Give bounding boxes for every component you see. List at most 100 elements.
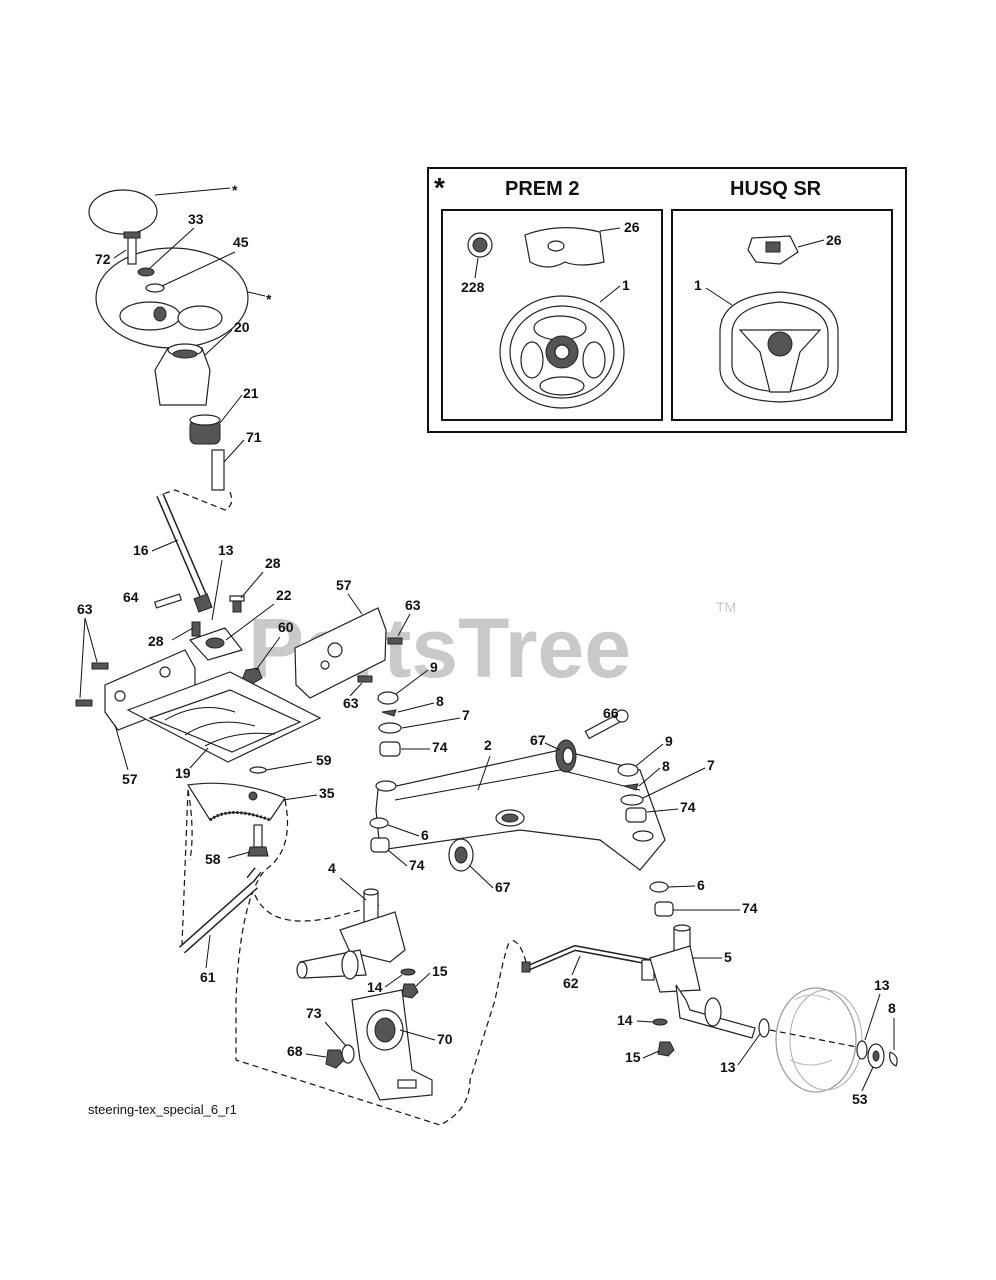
callout-9-right: 9 — [665, 733, 673, 749]
callout-33: 33 — [188, 211, 204, 227]
bolt-72 — [123, 231, 141, 265]
trademark-symbol: TM — [716, 599, 736, 615]
spindle-5-right — [649, 924, 756, 1039]
screw-63-right-lower — [357, 675, 373, 683]
callout-21: 21 — [243, 385, 259, 401]
callout-20: 20 — [234, 319, 250, 335]
washer-67-lower — [448, 838, 474, 872]
bolt-28-lower — [191, 621, 201, 637]
callout-8-left: 8 — [436, 693, 444, 709]
spindle-4-left — [296, 888, 406, 980]
bolt-66 — [584, 709, 629, 740]
label-husq-26: 26 — [826, 232, 842, 248]
callout-63-left: 63 — [77, 601, 93, 617]
callout-73: 73 — [306, 1005, 322, 1021]
callout-4: 4 — [328, 860, 336, 876]
callout-74-right-upper: 74 — [680, 799, 696, 815]
washer-6-right — [649, 881, 669, 893]
steering-shaft-16 — [156, 493, 213, 613]
callout-15-left: 15 — [432, 963, 448, 979]
panel-prem2 — [441, 209, 663, 421]
callout-67-lower: 67 — [495, 879, 511, 895]
cap-9-right — [617, 763, 639, 777]
screw-63-left-upper — [91, 662, 109, 670]
nut-33 — [137, 267, 155, 277]
label-prem2-1: 1 — [622, 277, 630, 293]
callout-72: 72 — [95, 251, 111, 267]
nut-15-left — [401, 983, 419, 999]
steering-cap — [88, 187, 231, 235]
callout-45: 45 — [233, 234, 249, 250]
panel-husq-sr — [671, 209, 893, 421]
steering-wheel-outline — [95, 247, 266, 349]
callout-53: 53 — [852, 1091, 868, 1107]
bushing-74-right-upper — [625, 807, 647, 823]
prem2-steering-wheel-icon — [499, 295, 625, 409]
callout-74-left-upper: 74 — [432, 739, 448, 755]
callout-8-right: 8 — [662, 758, 670, 774]
callout-64: 64 — [123, 589, 139, 605]
callout-5: 5 — [724, 949, 732, 965]
bushing-74-left-lower — [370, 837, 390, 853]
callout-62: 62 — [563, 975, 579, 991]
bushing-74-right-lower — [654, 901, 674, 917]
bracket-70 — [351, 989, 433, 1101]
steering-wheel-options-inset: * PREM 2 HUSQ SR 26 228 1 — [427, 167, 907, 433]
callout-63-right-lower: 63 — [343, 695, 359, 711]
washer-45 — [145, 283, 165, 293]
husq-steering-wheel-icon — [719, 291, 839, 403]
pin-64 — [153, 593, 183, 609]
callout-60: 60 — [278, 619, 294, 635]
bushing-74-left-upper — [379, 741, 401, 757]
clip-8-right — [623, 783, 639, 791]
washer-13-outer — [856, 1040, 868, 1060]
nut-68 — [325, 1049, 345, 1069]
label-prem2-228: 228 — [461, 279, 485, 295]
prem2-cover-26 — [524, 227, 605, 268]
callout-68: 68 — [287, 1043, 303, 1059]
callout-19: 19 — [175, 765, 191, 781]
cap-9-left — [377, 691, 399, 705]
callout-13-top: 13 — [218, 542, 234, 558]
callout-14-left: 14 — [367, 979, 383, 995]
dashed-link-71-16 — [159, 489, 233, 511]
callout-71: 71 — [246, 429, 262, 445]
washer-7-right — [620, 794, 644, 806]
callout-star-wheel: * — [266, 291, 272, 307]
washer-67-upper — [555, 739, 577, 773]
dashed-link-loop — [235, 799, 511, 1126]
screw-63-left-lower — [75, 699, 93, 707]
callout-6-left: 6 — [421, 827, 429, 843]
screw-63-right-upper — [387, 637, 403, 645]
callout-13-outer: 13 — [874, 977, 890, 993]
callout-28-lower: 28 — [148, 633, 164, 649]
tie-rod-62 — [521, 944, 655, 981]
callout-61: 61 — [200, 969, 216, 985]
callout-star-cap: * — [232, 182, 238, 198]
callout-7-left: 7 — [462, 707, 470, 723]
callout-16: 16 — [133, 542, 149, 558]
callout-74-left-lower: 74 — [409, 857, 425, 873]
callout-8-wheel: 8 — [888, 1000, 896, 1016]
bolt-28-upper — [229, 595, 245, 613]
callout-2: 2 — [484, 737, 492, 753]
washer-7-left — [378, 722, 402, 734]
callout-15-right: 15 — [625, 1049, 641, 1065]
inset-asterisk: * — [434, 172, 445, 203]
label-husq-1: 1 — [694, 277, 702, 293]
sector-gear-35 — [187, 782, 286, 822]
washer-59 — [249, 766, 267, 774]
callout-35: 35 — [319, 785, 335, 801]
front-wheel-outline — [769, 987, 863, 1093]
callout-6-right: 6 — [697, 877, 705, 893]
nut-15-right — [657, 1041, 675, 1057]
bearing-plate-22 — [188, 627, 244, 661]
callout-57-left: 57 — [122, 771, 138, 787]
washer-14-right — [652, 1018, 668, 1026]
callout-66: 66 — [603, 705, 619, 721]
clip-8-wheel — [889, 1051, 898, 1067]
shaft-71 — [211, 449, 225, 491]
callout-14-right: 14 — [617, 1012, 633, 1028]
panel-title-prem2: PREM 2 — [505, 178, 579, 200]
